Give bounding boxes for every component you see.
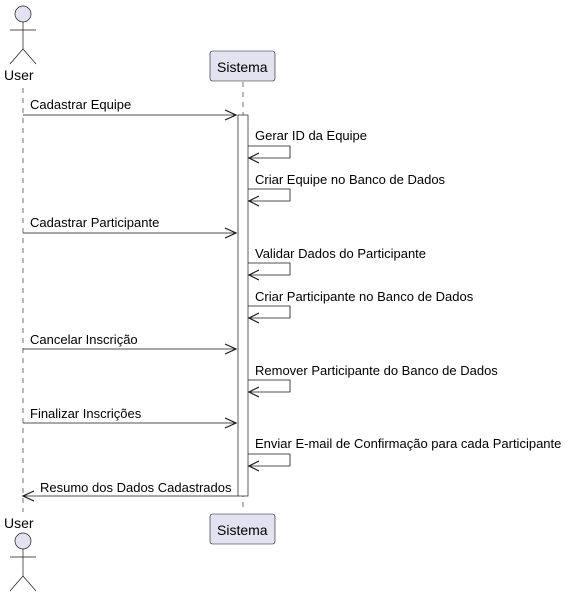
sistema-box-bottom: Sistema: [209, 513, 276, 545]
message-cadastrar-participante: Cadastrar Participante: [23, 215, 238, 239]
arrow-head-icon: [224, 109, 238, 121]
sistema-box-top: Sistema: [209, 50, 276, 82]
message-label: Enviar E-mail de Confirmação para cada P…: [255, 436, 561, 451]
message-label: Remover Participante do Banco de Dados: [255, 363, 498, 378]
arrow-head-icon: [247, 312, 260, 324]
message-cancelar-inscricao: Cancelar Inscrição: [23, 332, 238, 355]
message-resumo-dados: Resumo dos Dados Cadastrados: [21, 480, 238, 502]
message-gerar-id: Gerar ID da Equipe: [247, 128, 367, 164]
arrow-head-icon: [247, 152, 260, 164]
message-criar-participante: Criar Participante no Banco de Dados: [247, 289, 474, 324]
message-criar-equipe: Criar Equipe no Banco de Dados: [247, 172, 446, 207]
stick-figure-icon: [9, 532, 37, 592]
message-label: Finalizar Inscrições: [30, 406, 142, 421]
message-label: Validar Dados do Participante: [255, 246, 426, 261]
stick-figure-icon: [9, 5, 37, 65]
message-finalizar-inscricoes: Finalizar Inscrições: [23, 406, 238, 429]
message-label: Criar Participante no Banco de Dados: [255, 289, 474, 304]
message-remover-participante: Remover Participante do Banco de Dados: [247, 363, 498, 398]
message-cadastrar-equipe: Cadastrar Equipe: [23, 97, 238, 121]
sistema-activation-bar: [237, 114, 249, 497]
sistema-box-label: Sistema: [217, 522, 268, 538]
arrow-head-icon: [224, 417, 238, 429]
arrow-head-icon: [247, 195, 260, 207]
arrow-head-icon: [247, 386, 260, 398]
message-label: Gerar ID da Equipe: [255, 128, 367, 143]
user-actor-bottom: User: [4, 515, 37, 592]
arrow-head-icon: [247, 460, 260, 472]
message-validar-dados: Validar Dados do Participante: [247, 246, 426, 281]
user-actor-label: User: [4, 515, 34, 531]
message-enviar-email: Enviar E-mail de Confirmação para cada P…: [247, 436, 561, 472]
message-label: Cancelar Inscrição: [30, 332, 138, 347]
user-actor-label: User: [4, 67, 34, 83]
arrow-head-icon: [224, 343, 238, 355]
message-label: Cadastrar Equipe: [30, 97, 131, 112]
message-label: Cadastrar Participante: [30, 215, 159, 230]
user-actor-top: User: [4, 5, 37, 83]
arrow-head-icon: [21, 490, 35, 502]
arrow-head-icon: [247, 269, 260, 281]
arrow-head-icon: [224, 227, 238, 239]
message-label: Resumo dos Dados Cadastrados: [40, 480, 232, 495]
sistema-box-label: Sistema: [217, 59, 268, 75]
message-label: Criar Equipe no Banco de Dados: [255, 172, 446, 187]
